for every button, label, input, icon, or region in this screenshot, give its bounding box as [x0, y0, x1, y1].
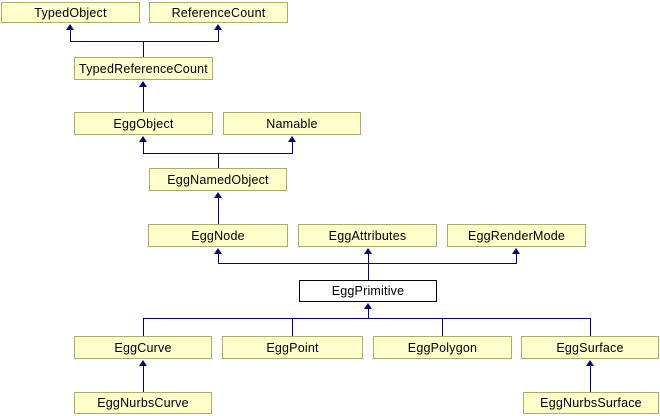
edge-line-v: [143, 318, 144, 336]
class-node-eggrendermode[interactable]: EggRenderMode: [447, 224, 586, 247]
edge-line-v: [590, 365, 591, 392]
edge-line-h: [218, 263, 517, 264]
edge-line-v: [516, 253, 517, 263]
class-node-eggpolygon[interactable]: EggPolygon: [373, 336, 512, 359]
arrowhead-up-icon: [214, 192, 222, 198]
arrowhead-up-icon: [66, 24, 74, 30]
class-node-typedobject[interactable]: TypedObject: [1, 2, 140, 23]
arrowhead-up-icon: [139, 81, 147, 87]
arrowhead-up-icon: [214, 248, 222, 254]
edge-line-h: [70, 41, 219, 42]
class-node-eggnurbscurve[interactable]: EggNurbsCurve: [74, 392, 212, 414]
edge-line-v: [292, 318, 293, 336]
arrowhead-up-icon: [512, 248, 520, 254]
arrowhead-up-icon: [288, 136, 296, 142]
class-node-referencecount[interactable]: ReferenceCount: [149, 2, 288, 23]
edge-line-v: [143, 141, 144, 154]
edge-line-v: [218, 153, 219, 168]
class-node-eggprimitive-current: EggPrimitive: [299, 280, 437, 302]
edge-line-v: [442, 318, 443, 336]
class-node-namable[interactable]: Namable: [223, 112, 361, 135]
arrowhead-up-icon: [139, 136, 147, 142]
class-node-eggcurve[interactable]: EggCurve: [74, 336, 212, 359]
class-node-typedreferencecount[interactable]: TypedReferenceCount: [74, 57, 213, 80]
edge-line-v: [590, 318, 591, 336]
class-node-eggattributes[interactable]: EggAttributes: [298, 224, 437, 247]
edge-line-v: [368, 253, 369, 280]
edge-line-v: [143, 86, 144, 112]
class-node-eggobject[interactable]: EggObject: [74, 112, 213, 135]
edge-line-v: [143, 41, 144, 57]
edge-line-v: [368, 308, 369, 318]
arrowhead-up-icon: [364, 303, 372, 309]
edge-line-v: [218, 29, 219, 42]
edge-line-v: [292, 141, 293, 154]
class-node-eggnamedobject[interactable]: EggNamedObject: [149, 168, 287, 191]
edge-line-v: [70, 29, 71, 42]
class-node-eggsurface[interactable]: EggSurface: [521, 336, 659, 359]
edge-line-h: [143, 318, 591, 319]
class-node-eggnode[interactable]: EggNode: [148, 224, 288, 247]
edge-line-v: [143, 365, 144, 392]
edge-line-v: [218, 197, 219, 224]
arrowhead-up-icon: [364, 248, 372, 254]
arrowhead-up-icon: [214, 24, 222, 30]
class-node-eggnurbssurface[interactable]: EggNurbsSurface: [523, 392, 659, 414]
arrowhead-up-icon: [139, 360, 147, 366]
class-node-eggpoint[interactable]: EggPoint: [222, 336, 363, 359]
edge-line-v: [218, 253, 219, 263]
arrowhead-up-icon: [586, 360, 594, 366]
